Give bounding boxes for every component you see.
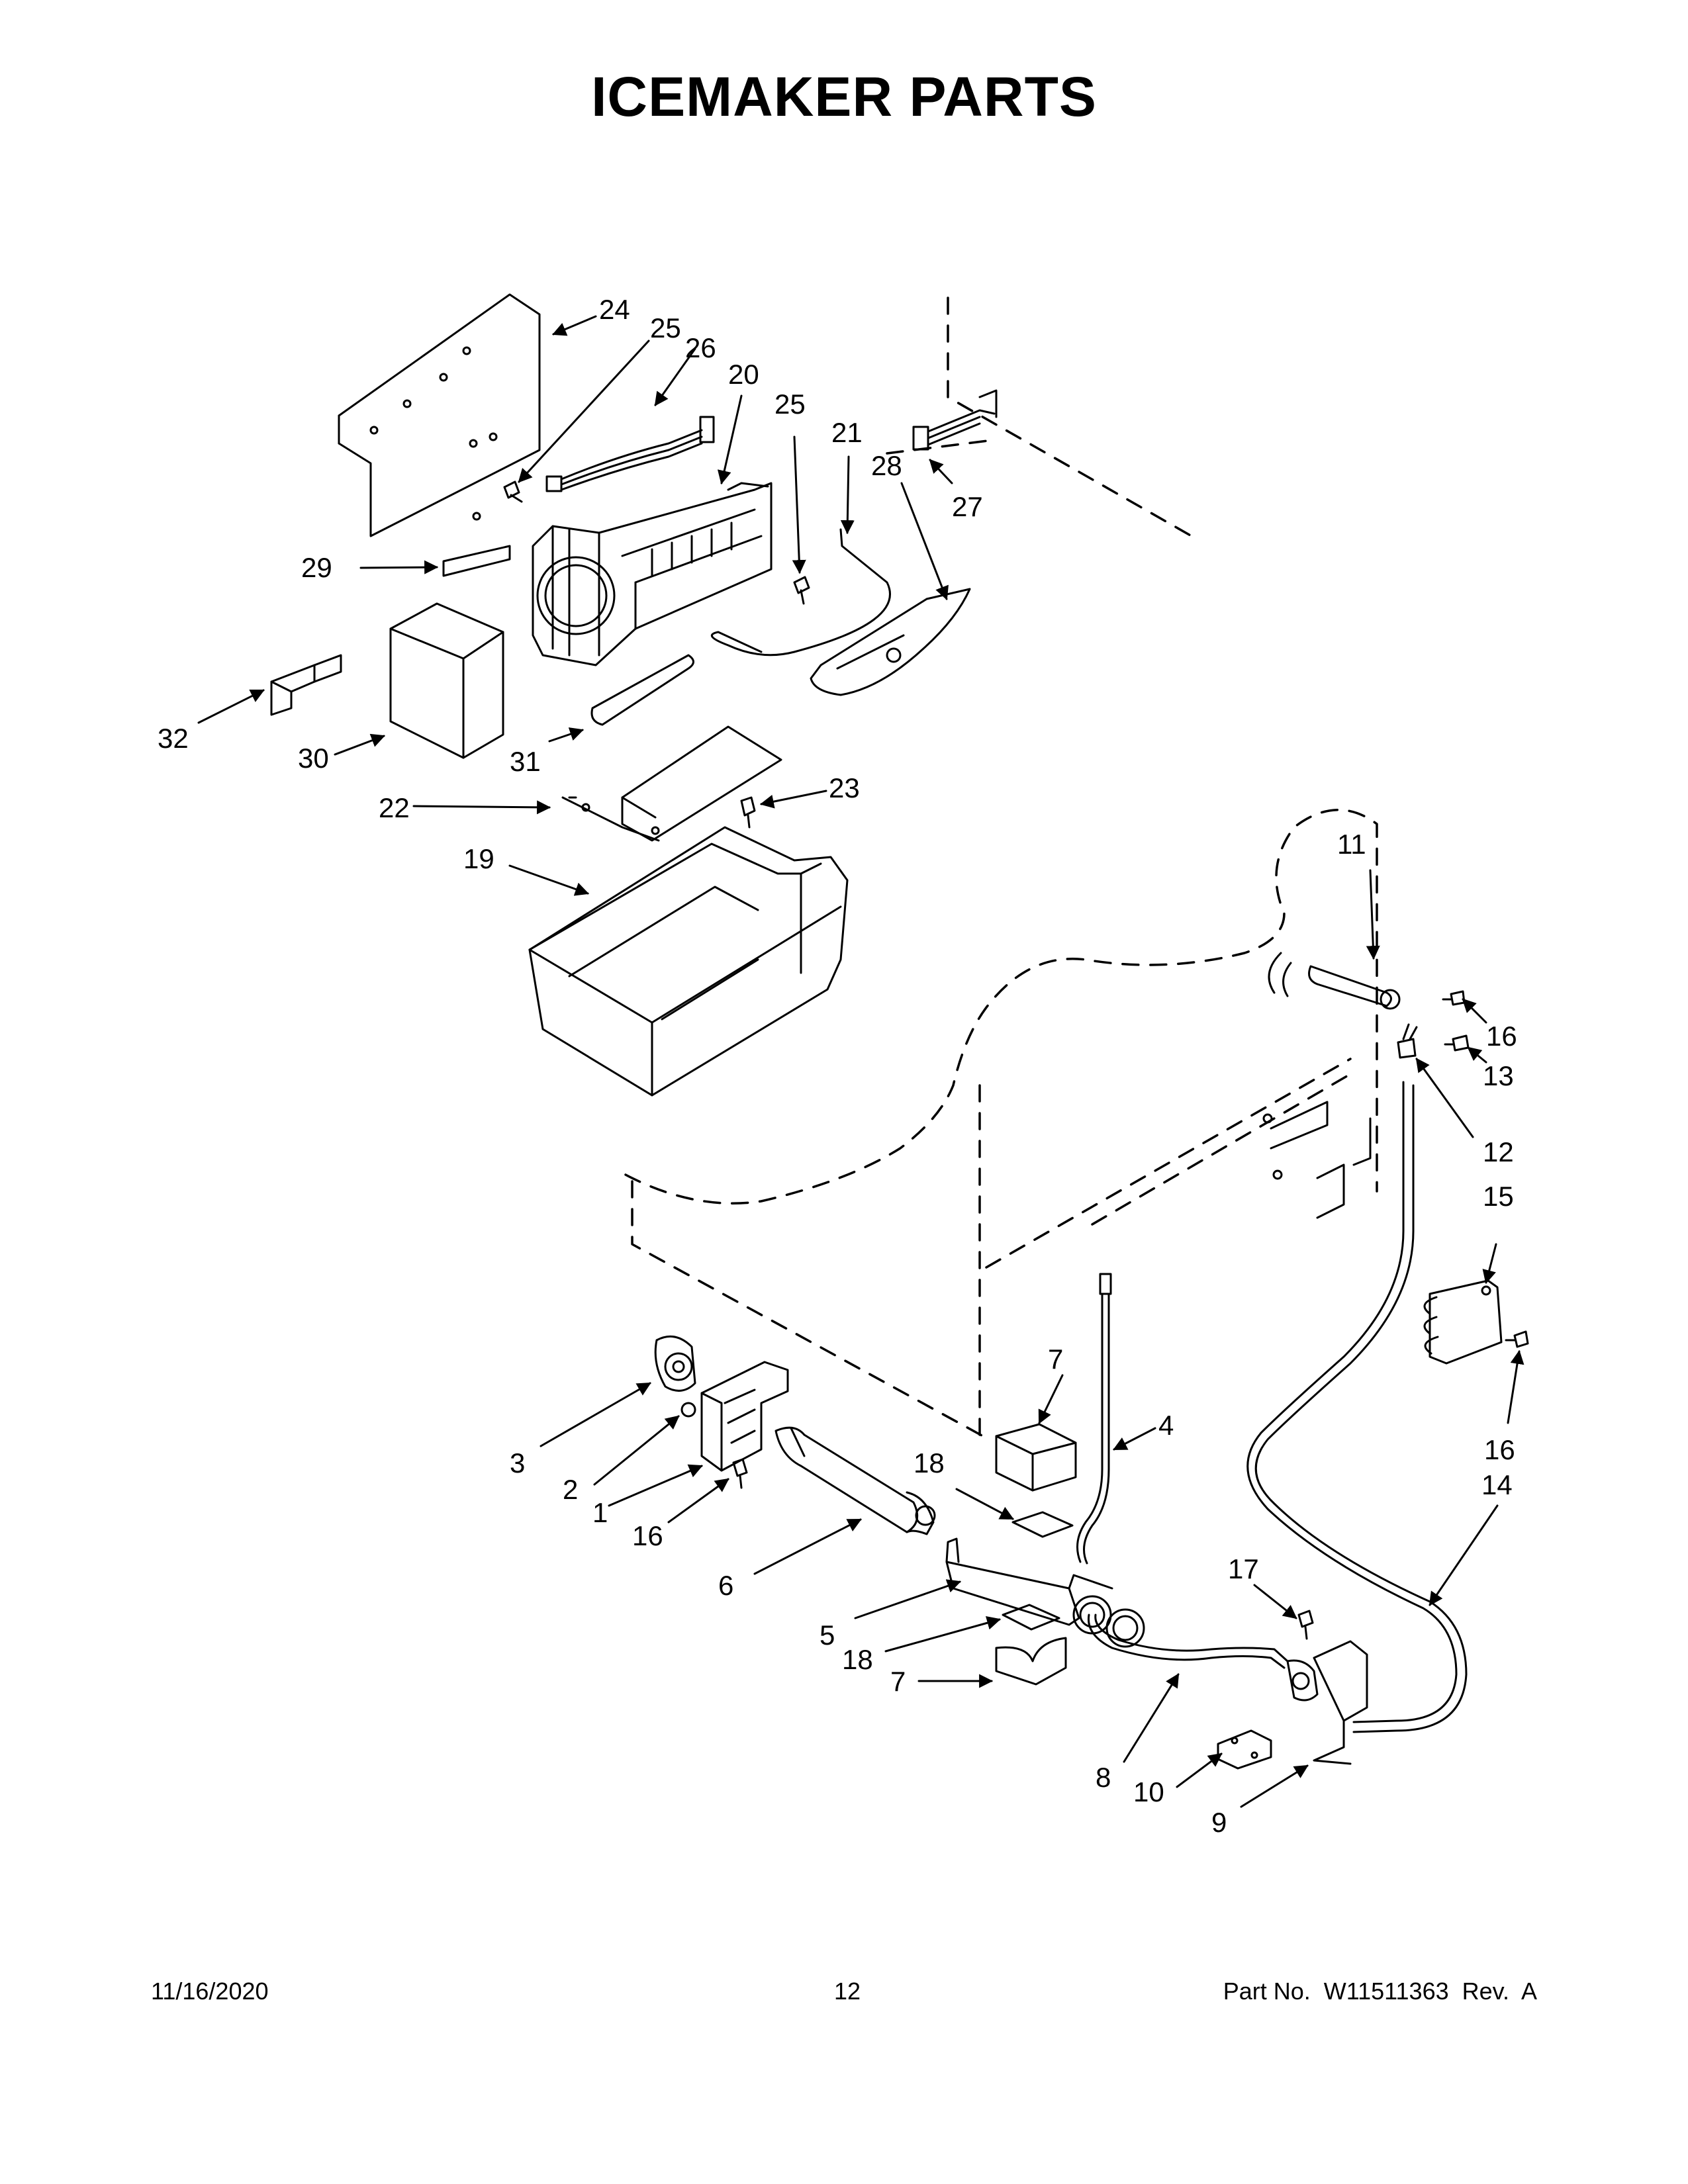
footer-page-number: 12 — [833, 1978, 861, 2005]
part-31-tube — [590, 654, 694, 726]
part-16-screw-a — [1442, 990, 1466, 1006]
part-3-knob — [654, 1335, 696, 1392]
callout-17: 17 — [1228, 1553, 1259, 1584]
callout-3: 3 — [510, 1447, 525, 1479]
callout-9: 9 — [1211, 1807, 1227, 1838]
callout-23: 23 — [829, 772, 860, 803]
callout-5: 5 — [820, 1619, 835, 1651]
part-19-ice-bin — [528, 826, 849, 1097]
cabinet-outline — [624, 296, 1378, 1437]
callout-14: 14 — [1481, 1469, 1513, 1500]
part-20-icemaker — [532, 482, 773, 666]
part-9-water-valve — [1286, 1640, 1368, 1765]
callout-12: 12 — [1483, 1136, 1514, 1167]
cabinet-bracket — [1262, 1101, 1372, 1219]
part-4-tube — [1076, 1273, 1112, 1565]
leader-lines — [197, 315, 1524, 1808]
part-17-screw — [1297, 1610, 1314, 1640]
callout-10: 10 — [1133, 1776, 1164, 1807]
part-18-pad-b — [1002, 1604, 1060, 1631]
part-15-clamp — [1423, 1279, 1503, 1365]
part-29-pad — [442, 545, 511, 577]
callout-18: 18 — [842, 1644, 873, 1675]
callout-16: 16 — [1484, 1434, 1515, 1465]
part-7-foam-block-a — [995, 1423, 1077, 1492]
callout-2: 2 — [563, 1474, 578, 1505]
callout-19: 19 — [463, 843, 494, 874]
part-2-knob — [680, 1402, 696, 1418]
callout-1: 1 — [592, 1497, 608, 1528]
part-21-bail-arm — [710, 528, 891, 657]
part-28-cover — [810, 588, 971, 696]
callout-18: 18 — [914, 1447, 945, 1479]
callout-8: 8 — [1096, 1762, 1111, 1793]
footer-date: 11/16/2020 — [151, 1978, 269, 2005]
callout-30: 30 — [298, 743, 329, 774]
callout-11: 11 — [1337, 829, 1366, 860]
callout-25: 25 — [774, 388, 806, 420]
part-8-water-line — [1087, 1614, 1289, 1669]
part-30-cover-box — [389, 602, 504, 759]
part-24-mounting-plate — [338, 293, 541, 537]
callout-15: 15 — [1483, 1181, 1514, 1212]
callout-28: 28 — [871, 450, 902, 481]
callout-31: 31 — [510, 746, 541, 777]
callout-16: 16 — [632, 1520, 663, 1551]
callout-32: 32 — [158, 723, 189, 754]
part-27-connector — [912, 389, 998, 451]
part-16-push-pin — [732, 1458, 748, 1489]
part-22-plate — [561, 725, 782, 842]
part-6-water-filter — [774, 1426, 936, 1535]
callout-6: 6 — [718, 1570, 733, 1601]
part-23-push-pin — [740, 796, 756, 829]
callout-21: 21 — [831, 417, 863, 448]
part-1-filter-housing — [700, 1361, 789, 1472]
callout-24: 24 — [599, 294, 630, 325]
callout-7: 7 — [1048, 1343, 1063, 1375]
part-5-filter-head — [945, 1537, 1145, 1648]
callout-16: 16 — [1486, 1021, 1517, 1052]
part-10-bracket — [1217, 1729, 1272, 1770]
part-25-screw-b — [793, 576, 810, 605]
callout-22: 22 — [379, 792, 410, 823]
part-16-screw-b — [1505, 1330, 1529, 1348]
callout-4: 4 — [1158, 1410, 1174, 1441]
part-13-screw — [1444, 1034, 1470, 1052]
part-12-heater — [1397, 1023, 1418, 1059]
callout-7: 7 — [890, 1666, 906, 1697]
part-25-screw-a — [503, 480, 523, 503]
part-18-pad-a — [1011, 1511, 1074, 1538]
callout-27: 27 — [952, 491, 983, 522]
part-11-fill-tube — [1268, 952, 1401, 1010]
part-14-water-line — [1246, 1081, 1468, 1733]
callout-26: 26 — [685, 332, 716, 363]
callout-29: 29 — [301, 552, 332, 583]
callout-13: 13 — [1483, 1060, 1514, 1091]
part-26-wire-harness — [545, 416, 715, 492]
part-32-bracket — [270, 654, 342, 716]
part-7-foam-block-b — [995, 1637, 1067, 1686]
page-title: ICEMAKER PARTS — [591, 66, 1097, 128]
footer-part-number: Part No. W11511363 Rev. A — [1223, 1978, 1537, 2005]
callout-20: 20 — [728, 359, 759, 390]
callout-25: 25 — [650, 312, 681, 343]
callout-labels: 24 25 26 20 25 21 28 27 29 32 30 31 22 2… — [158, 294, 1517, 1838]
